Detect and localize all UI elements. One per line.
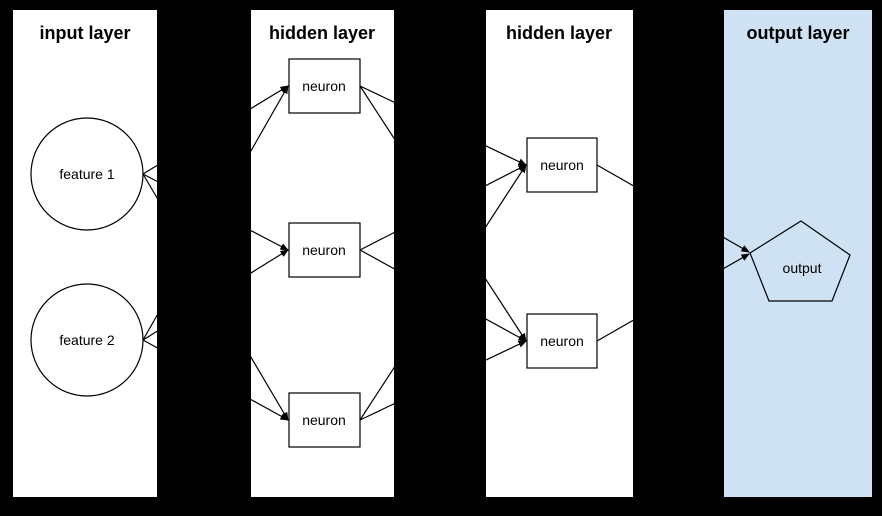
hidden-layer-2-panel: [486, 10, 633, 497]
h1-neuron-3-node: [288, 392, 361, 448]
h1-neuron-1-label: neuron: [302, 78, 346, 94]
hidden-layer-2-title: hidden layer: [506, 23, 612, 43]
edge-h1neuron1-h2neuron2: [359, 85, 527, 342]
h1-neuron-2-label: neuron: [302, 242, 346, 258]
feature-1-label: feature 1: [59, 166, 114, 182]
h1-neuron-2-node: [288, 222, 361, 278]
output-node: [749, 220, 851, 302]
input-layer-title: input layer: [39, 23, 130, 43]
edge-h1neuron1-h2neuron1: [359, 85, 527, 166]
edge-feature2-h1neuron3: [142, 339, 289, 421]
h2-neuron-2-label: neuron: [540, 333, 584, 349]
h1-neuron-1-node: [288, 58, 361, 114]
edge-feature1-h1neuron1: [142, 85, 289, 175]
hidden-layer-1-title: hidden layer: [269, 23, 375, 43]
h2-neuron-1-node: [526, 137, 598, 193]
h2-neuron-1-label: neuron: [540, 157, 584, 173]
feature-1-node: [30, 117, 144, 231]
edge-h1neuron2-h2neuron1: [359, 164, 527, 251]
edge-h1neuron3-h2neuron2: [359, 340, 527, 421]
edge-h2neuron1-output: [596, 164, 750, 253]
edge-feature1-h1neuron3: [142, 173, 289, 421]
feature-2-label: feature 2: [59, 332, 114, 348]
feature-2-node: [30, 283, 144, 397]
edge-feature2-h1neuron1: [142, 85, 289, 341]
edge-h2neuron2-output: [596, 253, 750, 342]
edge-h1neuron2-h2neuron2: [359, 249, 527, 342]
input-layer-panel: [13, 10, 157, 497]
h2-neuron-2-node: [526, 313, 598, 369]
output-node-label: output: [783, 260, 822, 276]
edge-feature2-h1neuron2: [142, 249, 289, 341]
output-layer-title: output layer: [746, 23, 849, 43]
h1-neuron-3-label: neuron: [302, 412, 346, 428]
edge-h1neuron3-h2neuron1: [359, 164, 527, 421]
